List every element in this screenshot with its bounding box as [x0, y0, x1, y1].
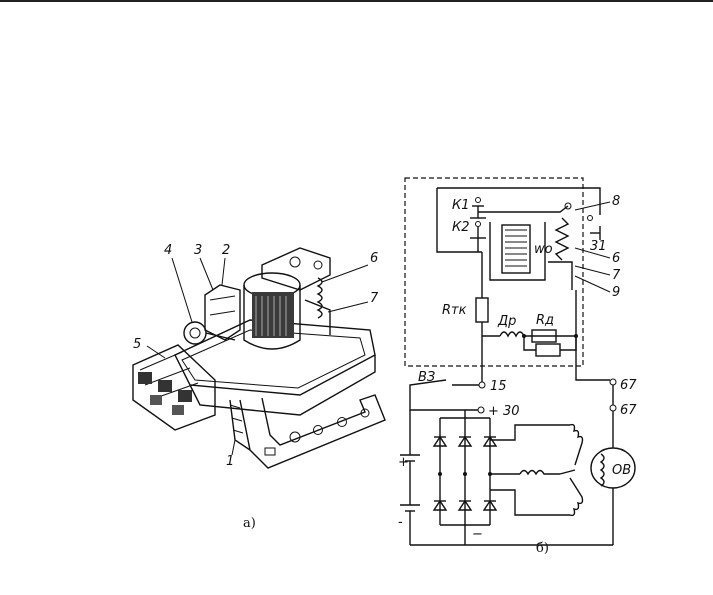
rtk-label: Rтк	[442, 303, 467, 318]
plus-label: +	[398, 455, 409, 470]
figure-a-caption: а)	[243, 516, 256, 531]
n8-label: 8	[612, 194, 620, 209]
rd-label: Rд	[536, 313, 554, 328]
part-label-3: 3	[194, 243, 202, 258]
n9-label: 9	[612, 285, 620, 300]
top-rule	[0, 0, 713, 2]
part-label-7: 7	[370, 291, 379, 306]
minus-label: -	[398, 515, 403, 530]
regulator-schematic: К1 К2 8 wo 6 31 7 9	[398, 177, 637, 556]
t30-label: + 30	[488, 404, 520, 419]
minus2-label: −	[472, 527, 483, 542]
k2-label: К2	[452, 220, 470, 235]
figure-b-caption: б)	[536, 541, 549, 556]
part-label-4: 4	[164, 243, 172, 258]
part-label-2: 2	[222, 243, 230, 258]
n7-label: 7	[612, 268, 621, 283]
ow-label: ОВ	[612, 463, 631, 478]
t67a-label: 67	[620, 378, 637, 393]
t15-label: 15	[490, 379, 507, 394]
k1-label: К1	[452, 198, 470, 213]
vz-label: ВЗ	[418, 370, 435, 385]
part-label-1: 1	[226, 454, 234, 469]
t67b-label: 67	[620, 403, 637, 418]
t31-label: 31	[590, 239, 607, 254]
regulator-drawing: 1 2 3 4 5 6 7 а)	[132, 243, 386, 531]
wo-label: wo	[534, 242, 553, 257]
part-label-5: 5	[133, 337, 141, 352]
dr-label: Др	[497, 314, 516, 329]
n6-label: 6	[612, 251, 620, 266]
part-label-6: 6	[370, 251, 378, 266]
